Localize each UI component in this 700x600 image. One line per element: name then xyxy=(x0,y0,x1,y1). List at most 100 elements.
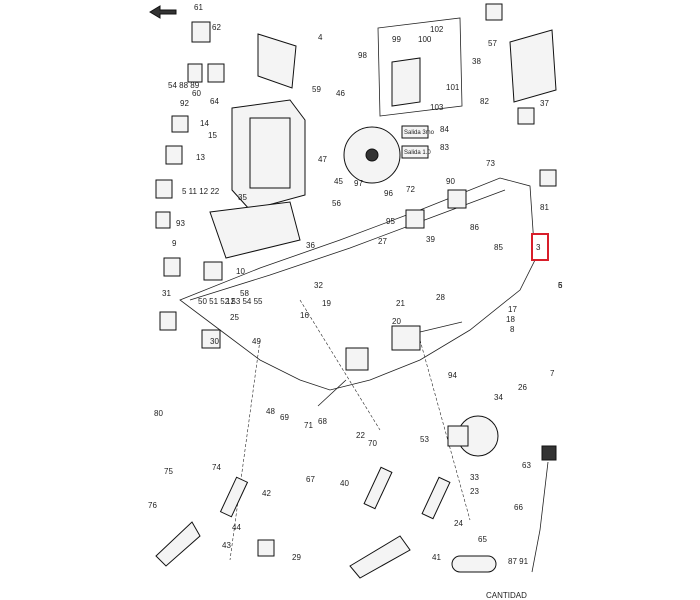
callout-label: 59 xyxy=(312,85,321,94)
callout-label: 68 xyxy=(318,417,327,426)
callout-label: 71 xyxy=(304,421,313,430)
callout-label: 26 xyxy=(518,383,527,392)
callout-label: 46 xyxy=(336,89,345,98)
callout-label: 76 xyxy=(148,501,157,510)
callout-label: 22 xyxy=(356,431,365,440)
callout-label: 53 xyxy=(420,435,429,444)
callout-label: 64 xyxy=(210,97,219,106)
callout-label: 103 xyxy=(430,103,444,112)
callout-label: 42 xyxy=(262,489,271,498)
callout-label: 98 xyxy=(358,51,367,60)
callout-label: 33 xyxy=(470,473,479,482)
callout-labels: 61 62 63 4 5 6 7 8 9 10 12 13 14 15 16 1… xyxy=(148,3,563,566)
callout-label: 37 xyxy=(540,99,549,108)
callout-label: 34 xyxy=(494,393,503,402)
callout-label: 25 xyxy=(230,313,239,322)
callout-label: 82 xyxy=(480,97,489,106)
callout-label: 6 xyxy=(558,281,563,290)
highlighted-callout-label: 3 xyxy=(536,243,541,252)
ignition-coil-right xyxy=(421,476,451,520)
callout-label: 35 xyxy=(238,193,247,202)
direction-arrow-icon xyxy=(149,5,177,19)
callout-label: 4 xyxy=(318,33,323,42)
callout-label: 58 xyxy=(240,289,249,298)
callout-label: 48 xyxy=(266,407,275,416)
callout-label: 70 xyxy=(368,439,377,448)
callout-label: 60 xyxy=(192,89,201,98)
callout-label: 47 xyxy=(318,155,327,164)
callout-label: 9 xyxy=(172,239,177,248)
callout-label: 97 xyxy=(354,179,363,188)
callout-label: 27 xyxy=(378,237,387,246)
callout-label: 93 xyxy=(176,219,185,228)
gauge-clock xyxy=(343,126,401,184)
callout-label: 83 xyxy=(440,143,449,152)
callout-label: 17 xyxy=(508,305,517,314)
callout-label: 57 xyxy=(488,39,497,48)
callout-label: 69 xyxy=(280,413,289,422)
parts-group-box xyxy=(377,17,463,117)
callout-label: 10 xyxy=(236,267,245,276)
callout-label: 101 xyxy=(446,83,460,92)
callout-label: 80 xyxy=(154,409,163,418)
callout-label: 41 xyxy=(432,553,441,562)
callout-label: 49 xyxy=(252,337,261,346)
callout-label: 99 xyxy=(392,35,401,44)
callout-label: 73 xyxy=(486,159,495,168)
callout-label: 15 xyxy=(208,131,217,140)
callout-label: 62 xyxy=(212,23,221,32)
callout-label: 86 xyxy=(470,223,479,232)
cable-assembly xyxy=(531,445,557,573)
callout-label: 20 xyxy=(392,317,401,326)
ecu-module xyxy=(231,99,306,211)
callout-label: 45 xyxy=(334,177,343,186)
label-sticker-b-text: Salida 1.0 xyxy=(404,150,431,156)
callout-label: 14 xyxy=(200,119,209,128)
callout-label: 84 xyxy=(440,125,449,134)
callout-label: 18 xyxy=(506,315,515,324)
relay-icons xyxy=(155,3,557,557)
callout-label: 23 xyxy=(470,487,479,496)
mount-plate-41 xyxy=(349,535,411,579)
mount-bracket-35 xyxy=(209,201,301,259)
callout-label: 72 xyxy=(406,185,415,194)
callout-label: 102 xyxy=(430,25,444,34)
callout-label: 16 xyxy=(300,311,309,320)
callout-label: 61 xyxy=(194,3,203,12)
callout-label: 63 xyxy=(522,461,531,470)
callout-label: 7 xyxy=(550,369,555,378)
bracket-right xyxy=(509,29,557,103)
callout-label: 32 xyxy=(314,281,323,290)
callout-label: 31 xyxy=(162,289,171,298)
callout-label: 94 xyxy=(448,371,457,380)
mount-plate-43 xyxy=(155,521,201,567)
label-sticker-a-text: Salida 3mo xyxy=(404,130,435,136)
callout-label: 43 xyxy=(222,541,231,550)
callout-label: 54 88 89 xyxy=(168,81,200,90)
ignition-coil-center xyxy=(363,466,393,510)
callout-label: 12 xyxy=(226,297,235,306)
ignition-switch xyxy=(447,415,499,457)
callout-label: 75 xyxy=(164,467,173,476)
callout-label: 30 xyxy=(210,337,219,346)
callout-label: 21 xyxy=(396,299,405,308)
callout-label: 100 xyxy=(418,35,432,44)
bracket-top xyxy=(257,33,297,89)
callout-label: 29 xyxy=(292,553,301,562)
callout-label: 8 xyxy=(510,325,515,334)
callout-label: 38 xyxy=(472,57,481,66)
callout-label: 96 xyxy=(384,189,393,198)
callout-label: 90 xyxy=(446,177,455,186)
combination-switch xyxy=(317,321,463,407)
callout-label: 5 xyxy=(558,281,563,290)
callout-label: 87 91 xyxy=(508,557,529,566)
callout-label: 24 xyxy=(454,519,463,528)
callout-label: 56 xyxy=(332,199,341,208)
callout-label: 5 11 12 22 xyxy=(182,187,220,196)
highlighted-callout[interactable]: 3 xyxy=(531,233,549,261)
callout-label: 19 xyxy=(322,299,331,308)
callout-label: 44 xyxy=(232,523,241,532)
callout-label: 66 xyxy=(514,503,523,512)
label-sticker-b: Salida 1.0 xyxy=(401,145,431,159)
